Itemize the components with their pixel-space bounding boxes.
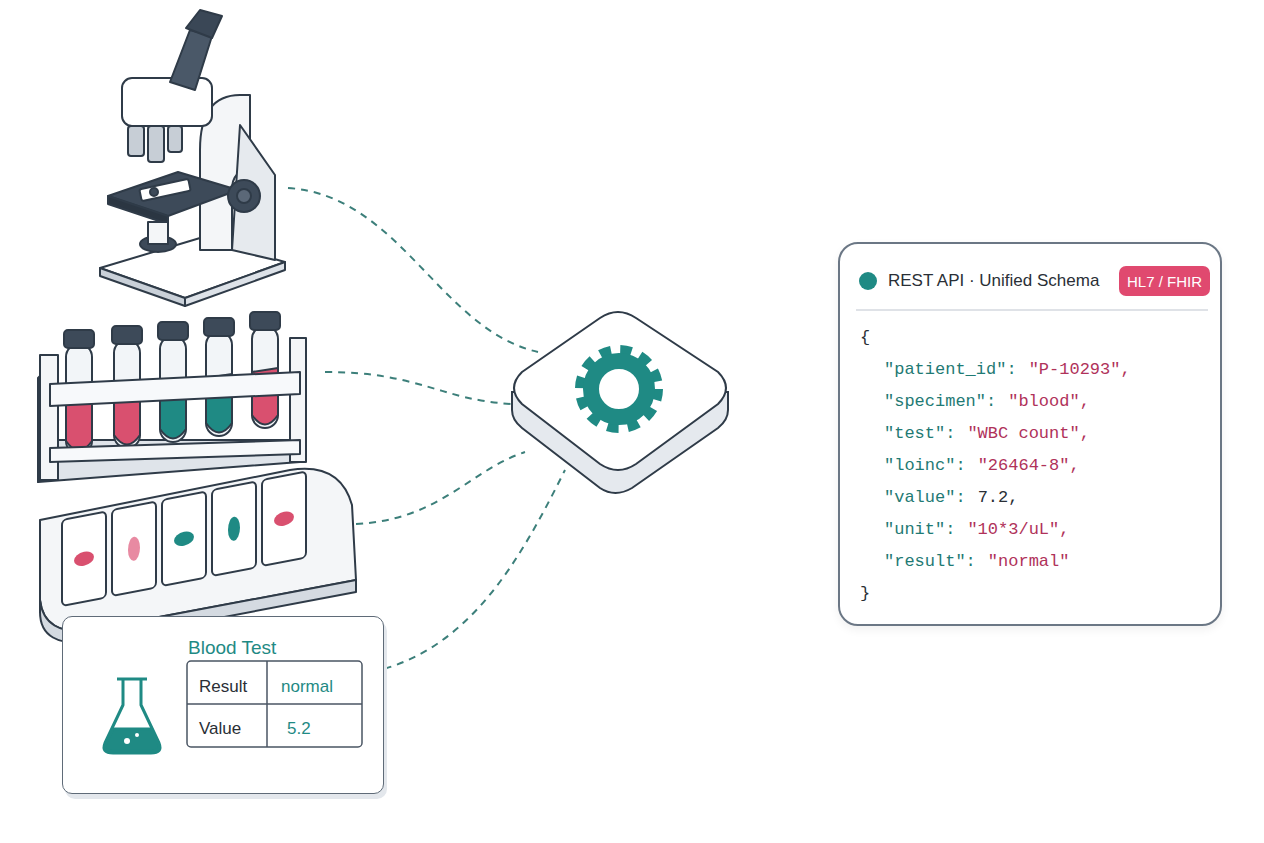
json-value: "26464-8", <box>978 456 1080 475</box>
table-cell: Value <box>199 719 241 739</box>
microscope <box>100 10 285 306</box>
json-value: "10*3/uL", <box>967 520 1069 539</box>
table-cell: 5.2 <box>287 719 311 739</box>
json-key: "test": <box>884 424 955 443</box>
badge-text: HL7 / FHIR <box>1127 273 1202 290</box>
json-key: "value": <box>884 488 966 507</box>
json-brace: { <box>860 328 870 347</box>
blood-test-card: Blood TestResult normalValue 5.2 <box>62 616 384 794</box>
json-value: "blood", <box>1008 392 1090 411</box>
json-value: "P-10293", <box>1029 360 1131 379</box>
table-cell: normal <box>281 677 333 697</box>
panel-title: REST API · Unified Schema <box>888 271 1099 291</box>
json-value: 7.2, <box>978 488 1019 507</box>
test-tube-rack <box>38 312 306 482</box>
json-value: "normal" <box>988 552 1070 571</box>
json-key: "specimen": <box>884 392 996 411</box>
json-key: "result": <box>884 552 976 571</box>
json-brace: } <box>860 584 870 603</box>
standard-badge: HL7 / FHIR <box>1119 266 1210 296</box>
table-cell: Result <box>199 677 247 697</box>
json-key: "unit": <box>884 520 955 539</box>
json-key: "loinc": <box>884 456 966 475</box>
card-title: Blood Test <box>188 637 276 659</box>
json-value: "WBC count", <box>967 424 1089 443</box>
json-key: "patient_id": <box>884 360 1017 379</box>
integration-hub <box>512 312 728 493</box>
api-schema-panel: REST API · Unified Schema { "patient_id": "… <box>838 242 1222 626</box>
